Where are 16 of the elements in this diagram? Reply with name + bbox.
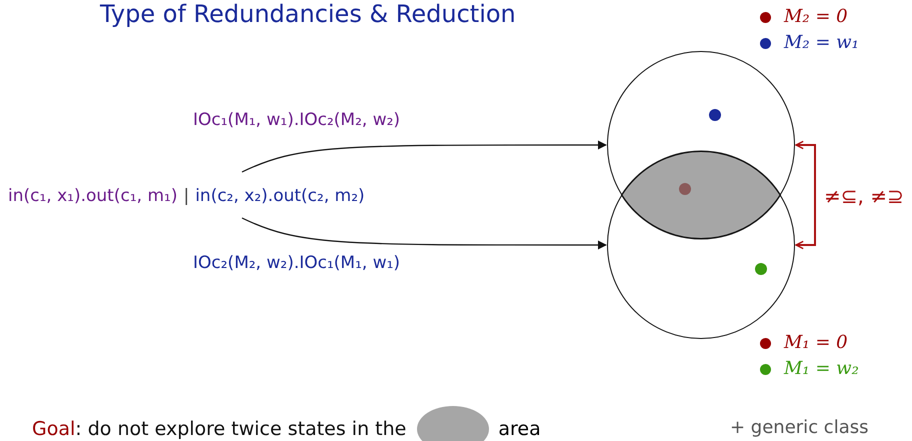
arrow <box>242 217 607 250</box>
legend-text: M₂ = 0 <box>784 6 848 27</box>
double-arrow <box>795 140 816 250</box>
note-text: + generic class <box>730 417 868 438</box>
legend-text: M₁ = 0 <box>784 332 848 353</box>
arrow <box>242 140 607 173</box>
state-set-circle <box>607 51 795 239</box>
legend-text: M₁ = w₂ <box>784 358 859 379</box>
goal-text: : do not explore twice states in the <box>75 418 406 440</box>
slide-title: Type of Redundancies & Reduction <box>100 0 516 28</box>
goal-text: area <box>498 418 541 440</box>
edge-label: IOc₁(M₁, w₁).IOc₂(M₂, w₂) <box>193 110 400 130</box>
edge-label: IOc₂(M₂, w₂).IOc₁(M₁, w₁) <box>193 253 400 273</box>
process-expression: in(c₁, x₁).out(c₁, m₁) | in(c₂, x₂).out(c₂, m₂) <box>8 181 476 211</box>
goal-heading: Goal <box>32 418 76 440</box>
legend-text: M₂ = w₁ <box>784 32 859 53</box>
